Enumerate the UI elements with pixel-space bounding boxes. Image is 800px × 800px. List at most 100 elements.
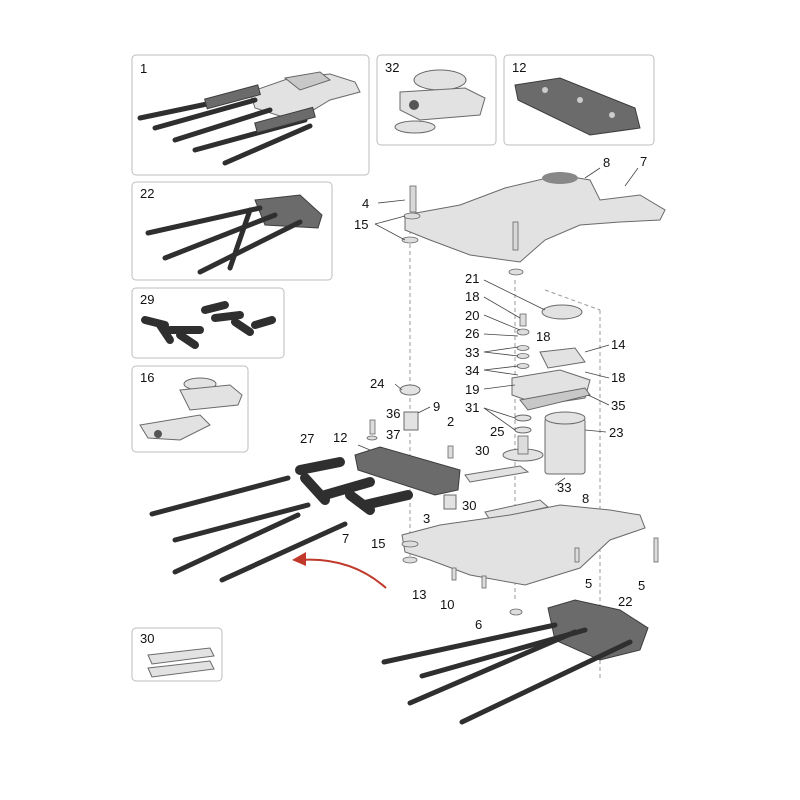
shaft-25 [517, 435, 529, 455]
rod-rear-3 [407, 629, 578, 706]
washer-upper-right [508, 268, 524, 276]
callout-14: 14 [611, 337, 625, 352]
panel-32-label: 32 [385, 60, 399, 75]
main-exploded-view [149, 172, 666, 725]
coupler-a2 [156, 321, 174, 344]
screw-4 [409, 185, 417, 213]
callout-34: 34 [465, 363, 479, 378]
servo-arm-35 [519, 387, 591, 411]
hole-c [609, 112, 615, 118]
panel-30-label: 30 [140, 631, 154, 646]
panel-1: 1 [131, 54, 370, 176]
callout-33-lower: 33 [557, 480, 571, 495]
callout-15-lower: 15 [371, 536, 385, 551]
washer-15b [401, 236, 419, 244]
callout-30-lower: 30 [462, 498, 476, 513]
servo-disc-mini [413, 69, 467, 91]
bushing-31b [514, 426, 532, 434]
panel-32: 32 [376, 54, 497, 146]
spring-33b [516, 353, 530, 359]
callout-3: 3 [423, 511, 430, 526]
screw-13 [451, 567, 457, 581]
coupler-27a [295, 457, 345, 475]
servo16-pivot [154, 430, 162, 438]
rod-main-3 [172, 512, 301, 575]
washer-15a [403, 212, 421, 220]
washer-15d [402, 556, 418, 564]
rod-22-3 [197, 219, 303, 275]
callout-2: 2 [447, 414, 454, 429]
leaders [357, 167, 639, 486]
callout-37: 37 [386, 427, 400, 442]
callout-7-lower: 7 [342, 531, 349, 546]
callout-31: 31 [465, 400, 479, 415]
panel-22: 22 [131, 181, 333, 281]
coupler-b3 [231, 318, 254, 336]
bearing-24 [399, 384, 421, 396]
servo-top-18 [539, 347, 586, 369]
coupler-b2 [211, 311, 244, 322]
rear-axle-hub [547, 599, 649, 661]
rod-mini-5 [222, 123, 313, 166]
rod-22-2 [162, 212, 278, 261]
rod-rear-4 [459, 639, 633, 725]
screw-10 [481, 575, 487, 589]
callout-18-c: 18 [611, 370, 625, 385]
axle-block-mini-2 [254, 106, 316, 134]
callout-33-upper: 33 [465, 345, 479, 360]
panel-1-label: 1 [140, 61, 147, 76]
callout-9: 9 [433, 399, 440, 414]
panel-12-label: 12 [512, 60, 526, 75]
chassis-top-mini [283, 71, 332, 91]
link-30a [147, 647, 215, 665]
coupler-b1 [201, 301, 229, 314]
callout-7-upper: 7 [640, 154, 647, 169]
callout-27: 27 [300, 431, 314, 446]
washer-20 [516, 328, 530, 336]
red-arrow-icon [299, 558, 387, 589]
rod-main-2 [172, 502, 311, 543]
callout-26: 26 [465, 326, 479, 341]
callout-12: 12 [333, 430, 347, 445]
upper-chassis [404, 174, 666, 263]
screw-5a [574, 547, 580, 563]
lower-chassis [401, 504, 646, 586]
callout-20: 20 [465, 308, 479, 323]
coupler-a4 [176, 331, 199, 349]
steering-block-12 [354, 446, 461, 496]
gear-21 [541, 304, 583, 320]
callout-13: 13 [412, 587, 426, 602]
rod-main-1 [149, 475, 291, 517]
link-30-upper [464, 465, 530, 483]
panel-29: 29 [131, 287, 285, 359]
rod-main-4 [219, 521, 348, 583]
axle-block-mini-1 [204, 84, 261, 110]
coupler-b4 [251, 316, 276, 329]
washer-6 [509, 608, 523, 616]
screw-36 [369, 419, 376, 435]
spring-33a [516, 345, 530, 351]
callout-30-upper: 30 [475, 443, 489, 458]
screw-5b [653, 537, 659, 563]
spacer-9 [403, 411, 419, 431]
panel-12: 12 [503, 54, 655, 146]
coupler-27c [320, 477, 375, 500]
callout-25: 25 [490, 424, 504, 439]
callout-19: 19 [465, 382, 479, 397]
motor-23 [544, 417, 586, 475]
callout-35: 35 [611, 398, 625, 413]
panel-16-label: 16 [140, 370, 154, 385]
motor-top [544, 411, 586, 425]
spring-34a [516, 363, 530, 369]
vent-grill [542, 172, 578, 184]
callout-21: 21 [465, 271, 479, 286]
callout-18-a: 18 [465, 289, 479, 304]
rod-22-1 [145, 205, 263, 236]
washer-37 [366, 435, 378, 441]
callout-4: 4 [362, 196, 369, 211]
washer-15c [401, 540, 419, 548]
callout-8-lower: 8 [582, 491, 589, 506]
callout-6: 6 [475, 617, 482, 632]
screw-2 [447, 445, 454, 459]
